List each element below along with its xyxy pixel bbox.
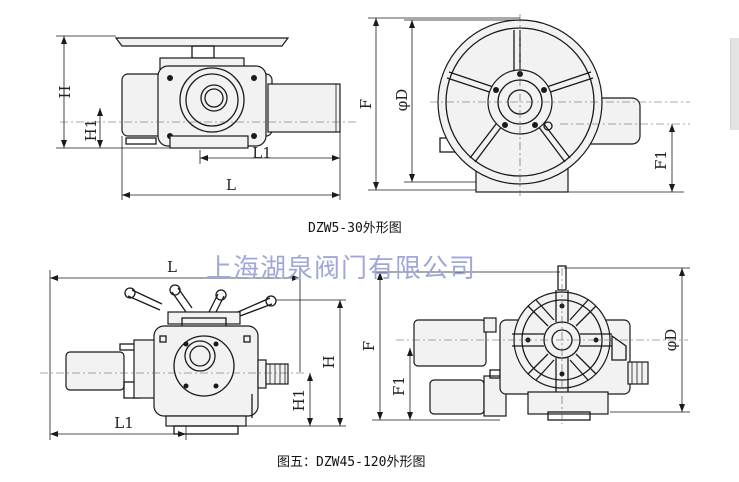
top-side-view [56, 35, 356, 200]
page-edge-tab [730, 38, 739, 130]
bottom-label-L1: L1 [114, 414, 134, 432]
bottom-side-view [40, 270, 346, 440]
watermark: 上海湖泉阀门有限公司 [206, 254, 477, 284]
top-label-H: H [56, 85, 74, 98]
bottom-label-H1: H1 [290, 389, 308, 412]
bottom-label-F1: F1 [390, 376, 408, 396]
bottom-label-H: H [320, 355, 338, 368]
bottom-label-F: F [360, 341, 378, 351]
bottom-caption: 图五：DZW45-120外形图 [277, 455, 426, 470]
bottom-front-view [372, 265, 690, 424]
bottom-label-L: L [167, 258, 177, 276]
top-label-F: F [357, 99, 375, 109]
top-label-F1: F1 [652, 150, 670, 170]
top-front-view [368, 14, 690, 196]
top-label-L1: L1 [252, 144, 272, 162]
bottom-label-phiD: φD [662, 329, 680, 352]
top-label-L: L [226, 176, 236, 194]
top-label-phiD: φD [393, 89, 411, 112]
top-caption: DZW5-30外形图 [308, 221, 402, 236]
top-label-H1: H1 [82, 119, 100, 142]
